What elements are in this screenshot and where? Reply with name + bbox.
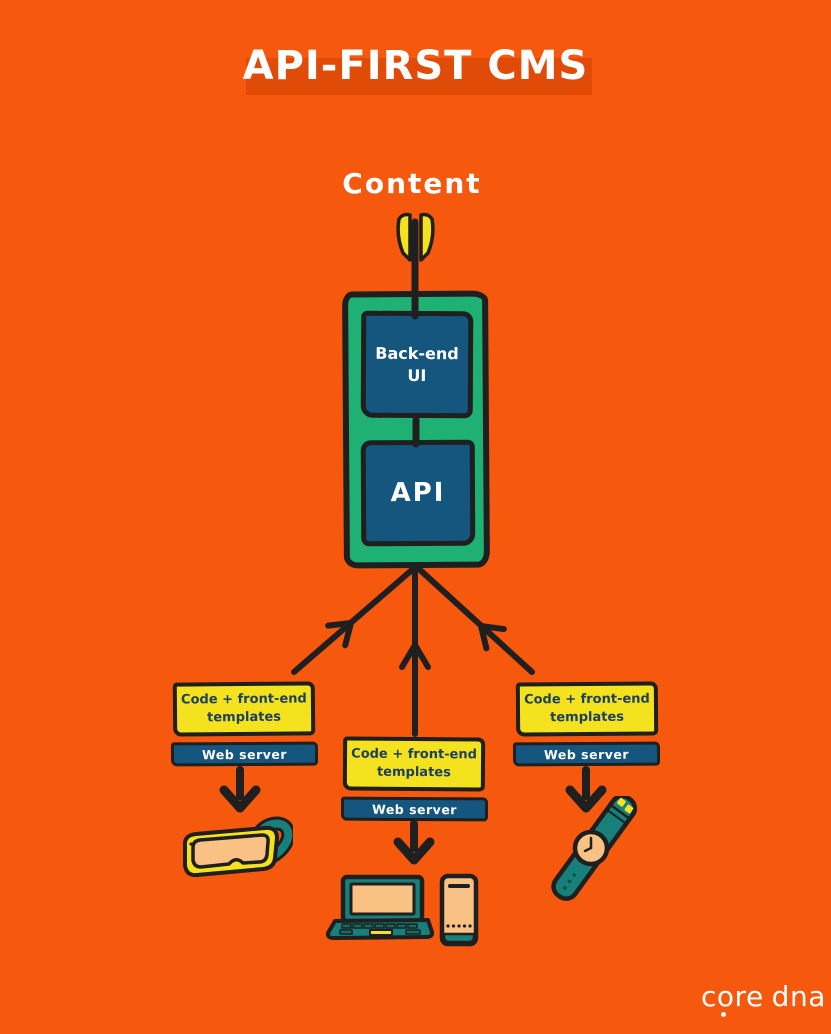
content-label: Content <box>342 167 482 200</box>
web-server-bar-left: Web server <box>170 741 319 767</box>
template-label-center: Code + front-end templates <box>351 747 478 781</box>
down-arrowhead-right <box>565 785 607 813</box>
page-title: API-FIRST CMS <box>242 43 589 89</box>
template-box-center: Code + front-end templates <box>342 736 486 792</box>
logo-letters-re: re <box>734 980 764 1013</box>
web-server-label-right: Web server <box>543 746 630 762</box>
down-arrowhead-center <box>393 837 435 865</box>
phone-icon <box>439 873 479 947</box>
web-server-bar-right: Web server <box>512 741 661 767</box>
logo-dot-icon <box>720 1012 726 1017</box>
fan-arrowhead-left <box>325 620 354 649</box>
template-box-right: Code + front-end templates <box>515 681 659 737</box>
fan-arrowhead-right <box>478 623 507 652</box>
logo-word-dna: dna <box>771 980 826 1013</box>
laptop-icon <box>326 874 434 940</box>
template-box-left: Code + front-end templates <box>172 681 316 737</box>
web-server-label-center: Web server <box>371 801 458 817</box>
logo-letter-c: c <box>701 980 717 1013</box>
arrow-fletching-icon <box>419 212 435 262</box>
web-server-label-left: Web server <box>201 746 288 762</box>
template-label-left: Code + front-end templates <box>180 691 307 726</box>
web-server-bar-center: Web server <box>340 796 489 822</box>
logo-letter-o: o <box>716 980 735 1013</box>
template-label-right: Code + front-end templates <box>523 692 650 726</box>
goggles-icon <box>182 816 293 878</box>
title-banner <box>246 58 592 95</box>
down-arrowhead-left <box>219 785 261 813</box>
fan-arrow-right <box>416 566 535 675</box>
watch-icon <box>551 796 638 901</box>
arrow-fletching-icon <box>396 212 412 262</box>
fan-arrowhead-center <box>399 642 431 670</box>
fan-arrow-left <box>291 566 416 675</box>
